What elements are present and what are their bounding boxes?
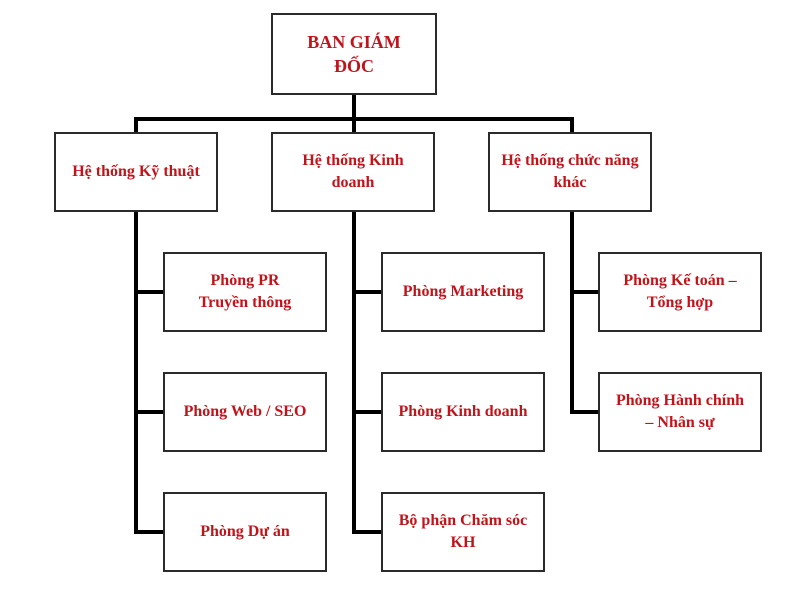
root-connector-vertical <box>352 94 356 119</box>
dept-label-line1: Phòng Kinh doanh <box>398 403 528 420</box>
dept-box-pr-truyen-thong: Phòng PR Truyền thông <box>163 252 327 332</box>
branch-box-ky-thuat: Hệ thống Kỹ thuật <box>54 132 218 212</box>
branch-2-label-line1: Hệ thống Kinh <box>302 152 404 169</box>
dept-box-web-seo: Phòng Web / SEO <box>163 372 327 452</box>
branch-1-drop <box>134 117 138 133</box>
dept-box-ke-toan-tong-hop: Phòng Kế toán – Tổng hợp <box>598 252 762 332</box>
dept-label-line1: Bộ phận Chăm sóc <box>398 512 528 529</box>
branch-box-chuc-nang-khac: Hệ thống chức năng khác <box>488 132 652 212</box>
dept-label-line1: Phòng Dự án <box>200 523 290 540</box>
dept-label-line2: KH <box>450 534 476 551</box>
branch-box-kinh-doanh: Hệ thống Kinh doanh <box>271 132 435 212</box>
root-label-line1: BAN GIÁM <box>307 32 401 52</box>
branch-1-label-line1: Hệ thống Kỹ thuật <box>72 163 200 180</box>
branch-3-child-2-connector <box>570 410 600 414</box>
branch-3-drop <box>570 117 574 133</box>
dept-label-line1: Phòng PR <box>210 272 280 289</box>
dept-label-line1: Phòng Kế toán – <box>623 272 737 289</box>
dept-label-line2: Tổng hợp <box>646 294 714 311</box>
branch-1-child-2-connector <box>134 410 164 414</box>
branch-2-child-1-connector <box>352 290 382 294</box>
dept-box-du-an: Phòng Dự án <box>163 492 327 572</box>
dept-box-kinh-doanh: Phòng Kinh doanh <box>381 372 545 452</box>
branch-2-drop <box>352 117 356 133</box>
dept-label-line2: Truyền thông <box>198 294 292 311</box>
branch-2-spine <box>352 210 356 532</box>
branch-1-child-1-connector <box>134 290 164 294</box>
branch-2-child-2-connector <box>352 410 382 414</box>
dept-box-cham-soc-kh: Bộ phận Chăm sóc KH <box>381 492 545 572</box>
branch-2-child-3-connector <box>352 530 382 534</box>
dept-label-line1: Phòng Marketing <box>402 283 524 300</box>
branch-2-label-line2: doanh <box>331 174 375 191</box>
dept-label-line1: Phòng Hành chính <box>615 392 745 409</box>
branch-3-label-line1: Hệ thống chức năng <box>501 152 639 169</box>
root-label-line2: ĐỐC <box>334 56 374 76</box>
dept-label-line2: – Nhân sự <box>645 414 715 431</box>
branch-1-spine <box>134 210 138 532</box>
branch-1-child-3-connector <box>134 530 164 534</box>
branch-3-label-line2: khác <box>553 174 587 191</box>
branch-3-child-1-connector <box>570 290 600 294</box>
dept-box-hanh-chinh-nhan-su: Phòng Hành chính – Nhân sự <box>598 372 762 452</box>
root-box-ban-giam-doc: BAN GIÁM ĐỐC <box>271 13 437 95</box>
dept-box-marketing: Phòng Marketing <box>381 252 545 332</box>
dept-label-line1: Phòng Web / SEO <box>183 403 307 420</box>
branch-3-spine <box>570 210 574 414</box>
